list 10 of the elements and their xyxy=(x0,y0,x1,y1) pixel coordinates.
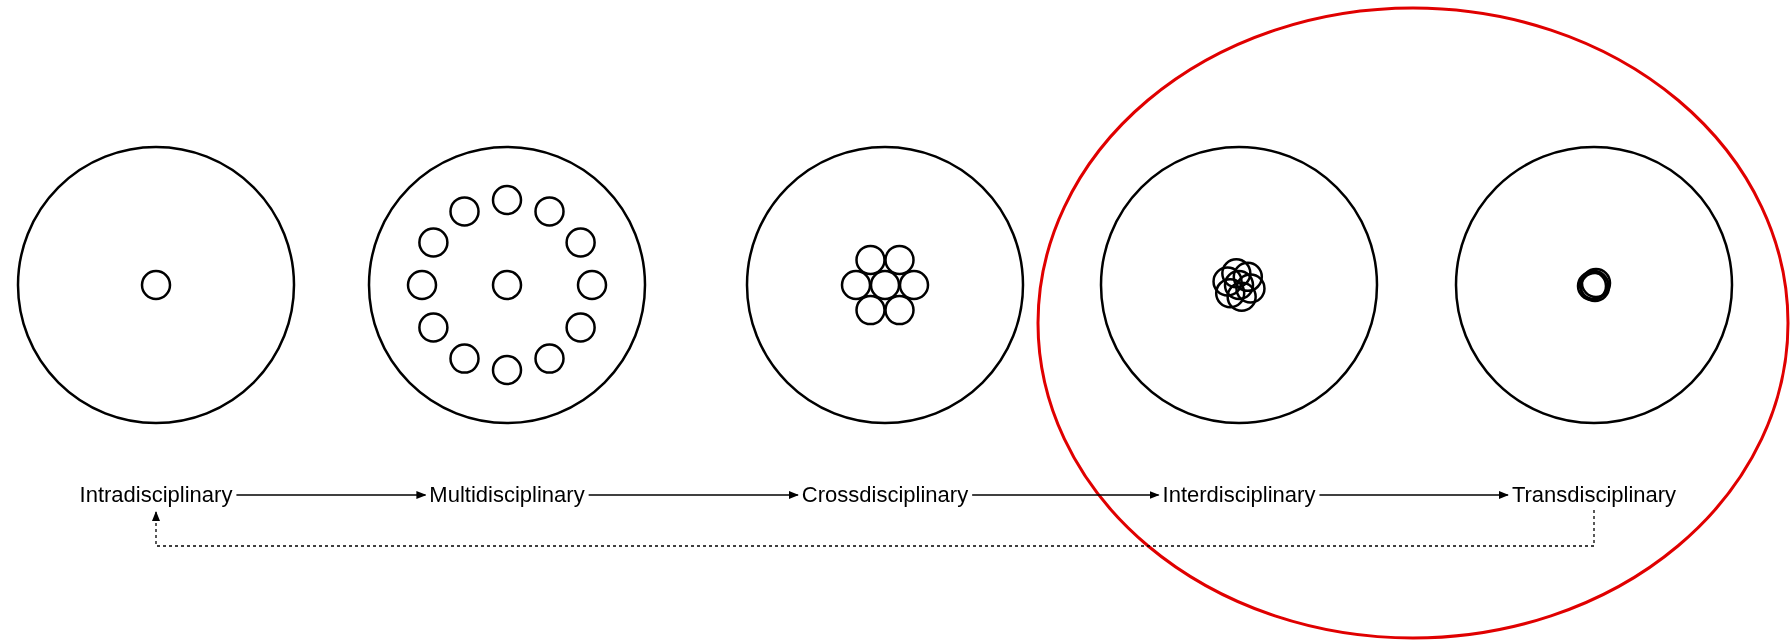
stage-label: Multidisciplinary xyxy=(429,482,585,508)
stage-label: Interdisciplinary xyxy=(1162,482,1316,508)
stage-label: Crossdisciplinary xyxy=(801,482,969,508)
arrow xyxy=(235,491,427,499)
arrow xyxy=(587,491,799,499)
stage-label: Transdisciplinary xyxy=(1511,482,1677,508)
stage-label: Intradisciplinary xyxy=(79,482,233,508)
feedback-arrow xyxy=(152,509,1595,547)
arrow xyxy=(1318,491,1509,499)
arrow xyxy=(971,491,1160,499)
